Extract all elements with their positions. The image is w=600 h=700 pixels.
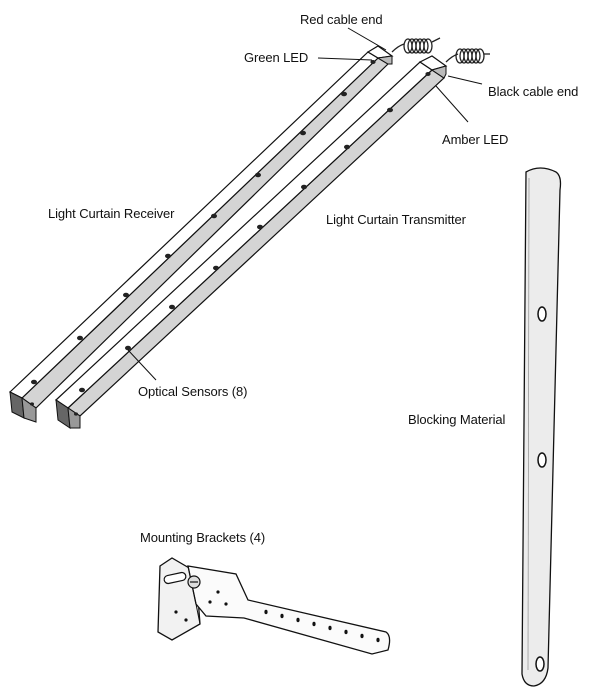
leader-green-led	[317, 57, 373, 61]
leader-black-cable	[447, 75, 483, 85]
leader-lines	[127, 27, 483, 381]
label-light-curtain-receiver: Light Curtain Receiver	[48, 206, 175, 221]
leader-optical-sensors	[127, 349, 157, 381]
red-cable-coil	[391, 37, 441, 54]
light-curtain-receiver	[8, 45, 394, 423]
label-amber-led: Amber LED	[442, 132, 509, 147]
black-cable-coil	[445, 48, 490, 64]
mounting-bracket	[157, 557, 391, 655]
label-blocking-material: Blocking Material	[408, 412, 506, 427]
label-black-cable-end: Black cable end	[488, 84, 579, 99]
label-optical-sensors: Optical Sensors (8)	[138, 384, 248, 399]
label-mounting-brackets: Mounting Brackets (4)	[140, 530, 266, 545]
label-red-cable-end: Red cable end	[300, 12, 383, 27]
strip-hole-bottom	[535, 656, 545, 672]
receiver-sensors	[31, 60, 376, 385]
transmitter-sensors	[79, 72, 431, 393]
blocking-material-strip	[521, 167, 562, 687]
leader-amber-led	[435, 85, 469, 123]
strip-hole-middle	[537, 452, 547, 468]
label-green-led: Green LED	[244, 50, 309, 65]
strip-hole-top	[537, 306, 547, 322]
leader-red-cable	[347, 27, 387, 51]
label-light-curtain-transmitter: Light Curtain Transmitter	[326, 212, 466, 227]
light-curtain-transmitter	[55, 55, 448, 430]
